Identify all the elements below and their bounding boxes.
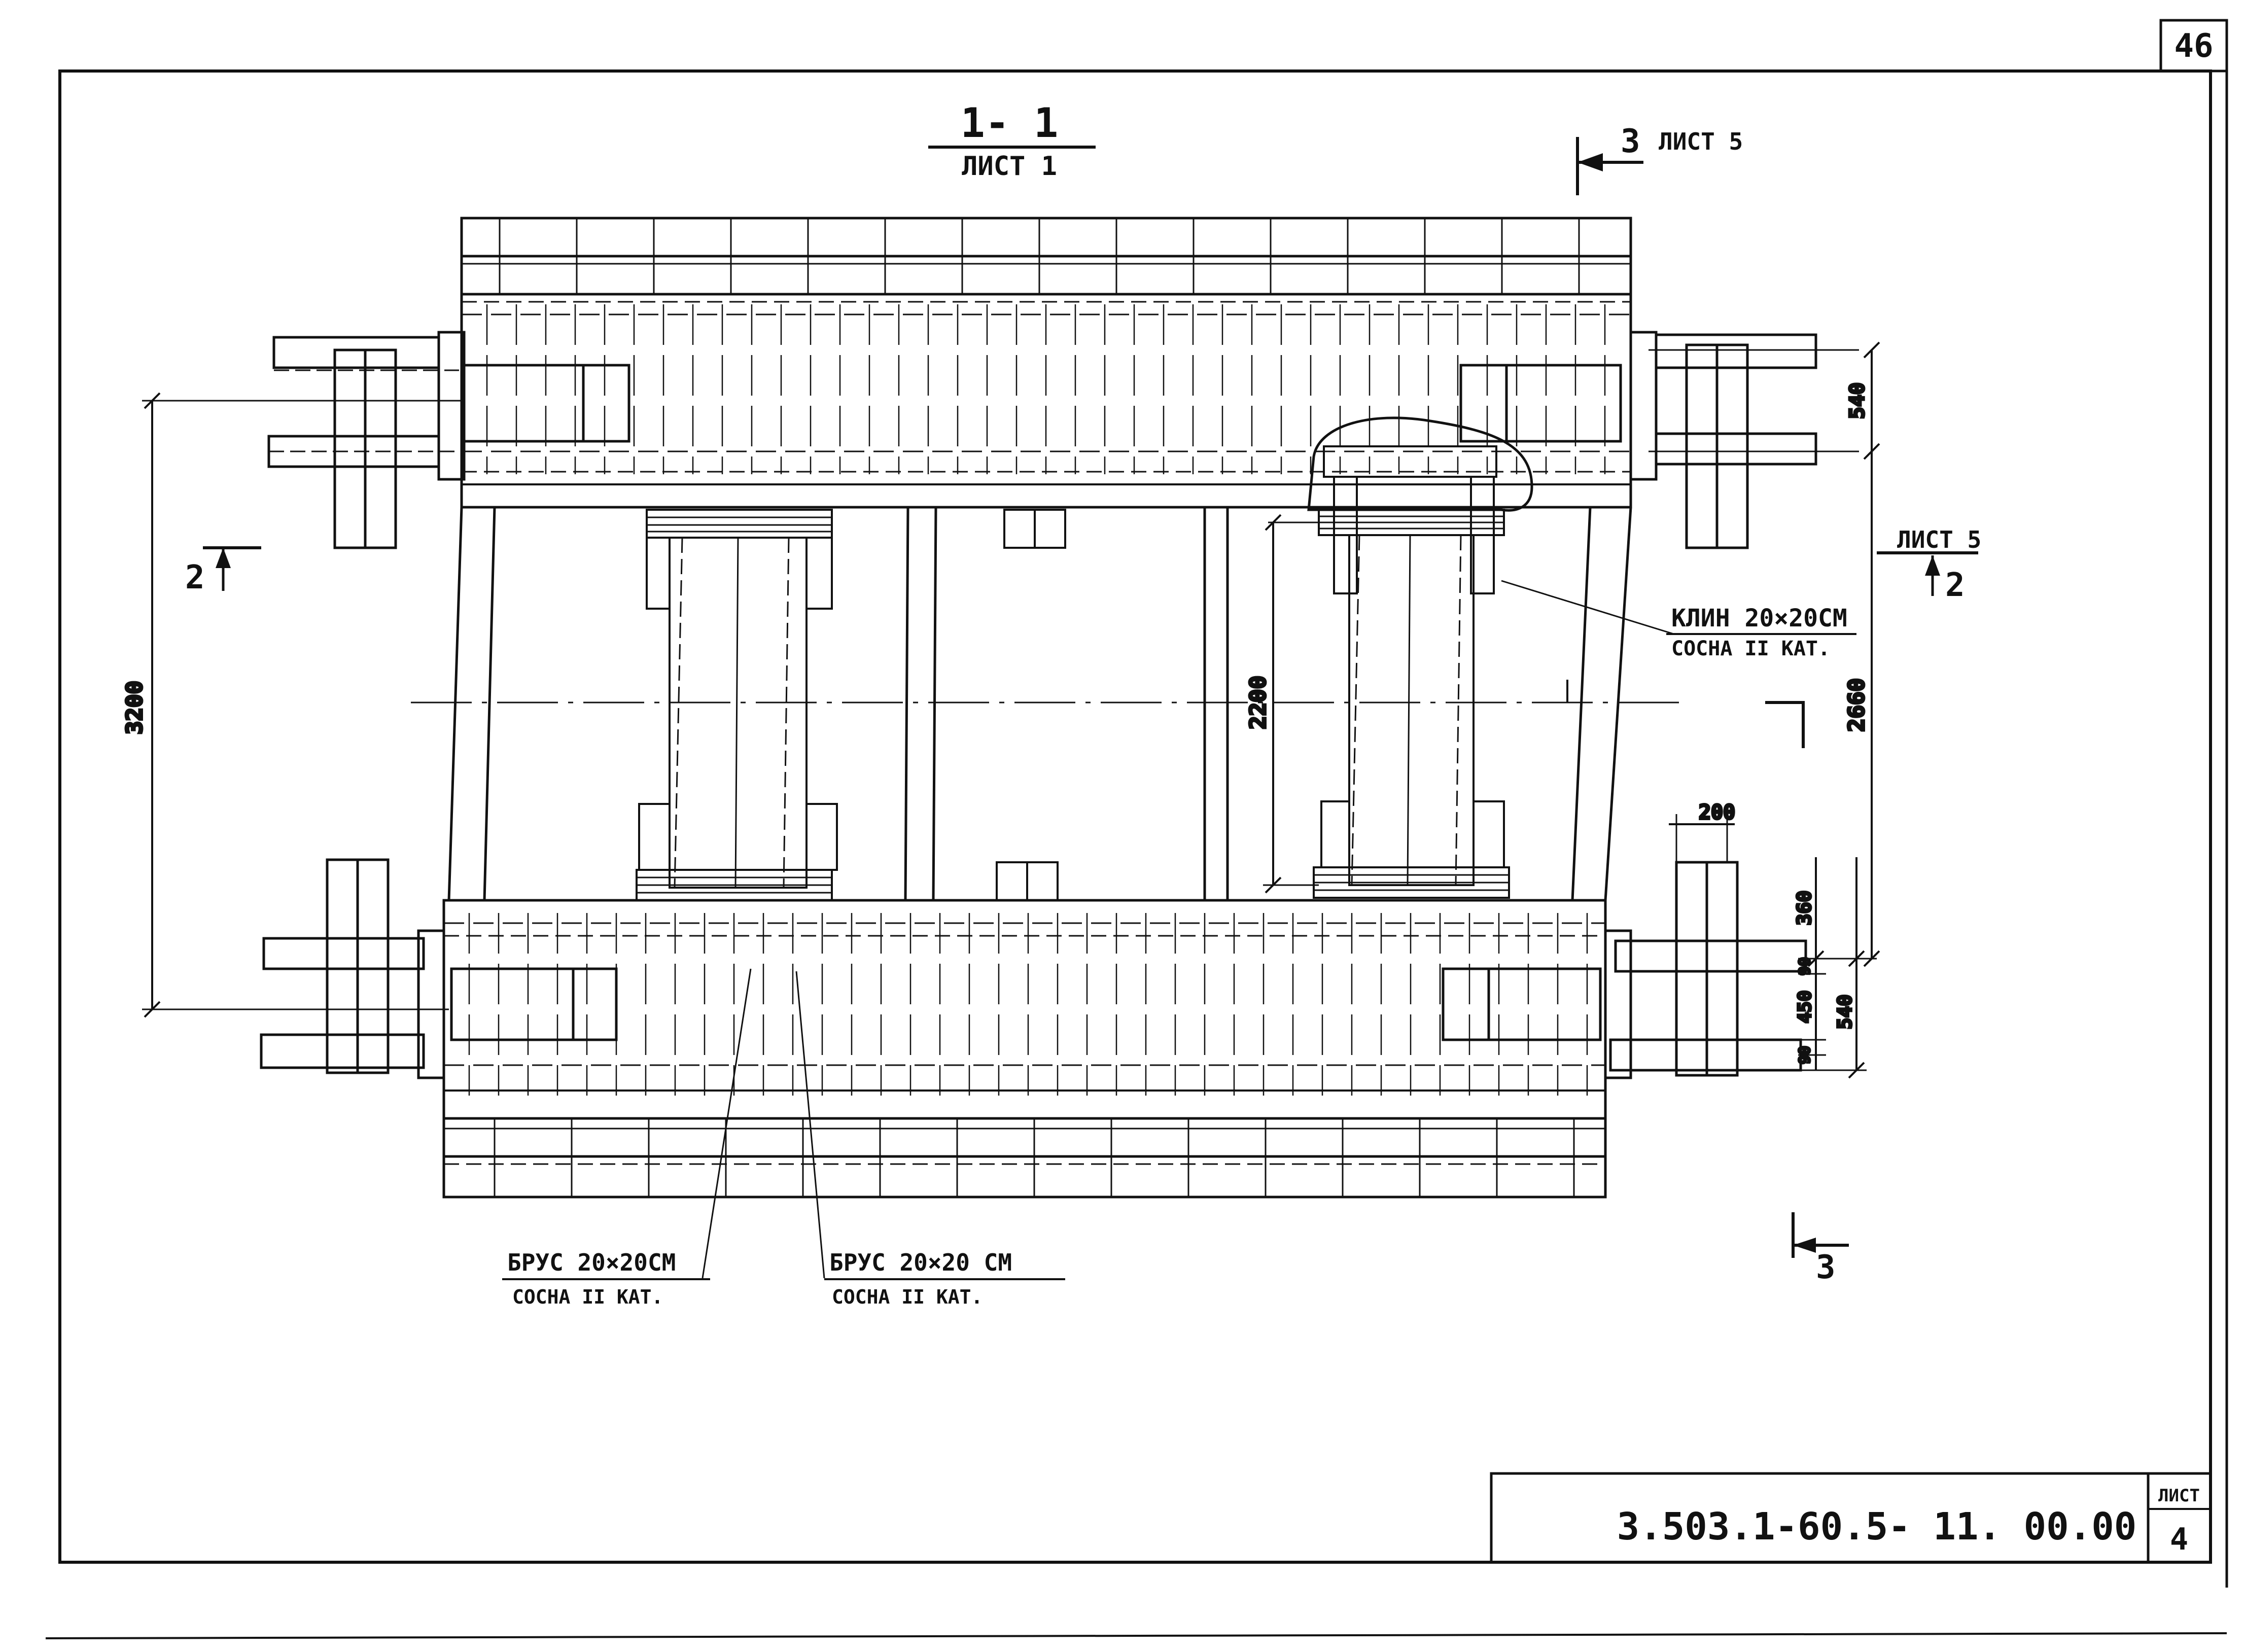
callout-beam-right-title: БРУС 20×20 СМ [829,1249,1012,1276]
dim-540-bottom-label: 540 [1834,995,1856,1030]
section-mark: 1- 1 [961,99,1059,147]
callout-wedge-title: КЛИН 20×20СМ [1671,604,1847,632]
left-column [636,509,838,901]
corner-number-box: 46 [2159,19,2228,1588]
dim-90-bottom-label: 90 [1796,1046,1814,1064]
cut-2-left-label: 2 [185,559,205,596]
upper-deck [460,217,1632,509]
dim-540-top-label: 540 [1846,382,1869,419]
dim-2200-label: 2200 [1245,676,1271,729]
dim-inner-2200: 2200 [1244,514,1324,894]
lower-deck-planks [468,913,1588,1096]
bottom-edge-line [45,1632,2227,1639]
cut-marker-2-right: ЛИСТ 5 2 [1877,526,1981,604]
sheet-number: 4 [2170,1522,2188,1557]
dim-200-label: 200 [1699,801,1735,824]
dim-left-3200: 3200 [121,392,464,1018]
upper-deck-top-joints [499,218,1580,294]
upper-deck-planks [486,304,1606,474]
bolt-plates [450,364,1622,1041]
lower-deck [442,899,1607,1199]
left-bottom-beams [260,858,445,1079]
dim-450-label: 450 [1795,990,1815,1023]
callout-beam-left: БРУС 20×20СМ СОСНА II КАТ. [502,968,752,1308]
document-code: 3.503.1-60.5- 11. 00.00 [1617,1505,2137,1549]
callout-beam-left-title: БРУС 20×20СМ [507,1249,676,1276]
right-bottom-beams [1604,861,1807,1079]
dim-2660-label: 2660 [1844,678,1870,732]
cut-marker-2-left: 2 [185,546,261,596]
callout-wedge-subtitle: СОСНА II КАТ. [1671,637,1830,660]
section-corner-mark [1765,701,1805,748]
right-top-beams [1629,331,1817,549]
section-sheet-ref: ЛИСТ 1 [962,151,1057,182]
dim-90-top-label: 90 [1796,957,1814,975]
dim-right-chain: 540 2660 360 90 450 90 540 200 [1649,341,1880,1079]
cut-3-top-sheet: ЛИСТ 5 [1659,128,1743,155]
cut-3-top-label: 3 [1621,123,1640,160]
cut-2-right-sheet: ЛИСТ 5 [1897,526,1981,553]
cut-3-bottom-label: 3 [1816,1249,1836,1286]
title-block: 3.503.1-60.5- 11. 00.00 ЛИСТ 4 [1490,1472,2212,1564]
section-title: 1- 1 ЛИСТ 1 [928,99,1096,182]
frame-posts [447,507,1632,901]
dim-3200-label: 3200 [122,681,148,734]
callout-wedge: КЛИН 20×20СМ СОСНА II КАТ. [1501,580,1856,660]
left-bottom-crib-hatch [637,876,832,894]
callout-beam-left-subtitle: СОСНА II КАТ. [512,1286,663,1308]
dim-360-label: 360 [1793,891,1815,926]
cut-marker-3-top: 3 ЛИСТ 5 [1576,123,1743,195]
corner-number: 46 [2174,27,2213,65]
left-top-beams [267,331,466,549]
callout-beam-right: БРУС 20×20 СМ СОСНА II КАТ. [795,971,1065,1308]
right-column [1307,416,1533,899]
sheet-label: ЛИСТ [2158,1486,2200,1506]
right-bottom-crib-hatch [1314,874,1509,891]
sheet-frame [58,69,2212,1564]
right-top-crib-hatch [1319,515,1504,530]
cut-2-right-label: 2 [1945,567,1965,604]
cut-marker-3-bottom: 3 [1792,1212,1849,1286]
left-top-crib-hatch [647,516,832,533]
callout-beam-right-subtitle: СОСНА II КАТ. [832,1286,983,1308]
center-plates [996,509,1066,901]
